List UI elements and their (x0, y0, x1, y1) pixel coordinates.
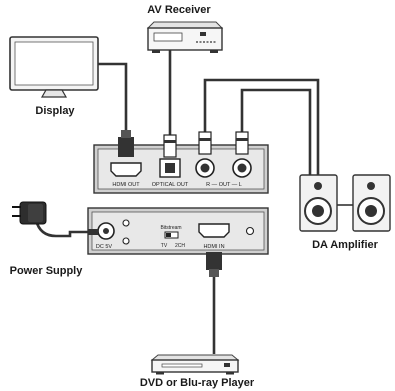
tv-label: TV (161, 243, 168, 249)
rca-r-port-inner-icon (200, 163, 210, 173)
hdmi-plug-neck-icon (121, 130, 131, 138)
hdmi-in-plug-icon (206, 252, 222, 270)
player-top (150, 354, 240, 361)
power-supply: Power Supply (10, 201, 98, 277)
speaker-right-woofer-core-icon (365, 205, 377, 217)
bitstream-switch-knob-icon (166, 233, 171, 237)
power-adapter-face (28, 204, 43, 222)
audio-out-label: R — OUT — L (206, 182, 242, 188)
hdmi-out-label: HDMI OUT (112, 182, 140, 188)
audio-cable-r (203, 78, 320, 175)
av-receiver-foot-icon (152, 50, 160, 53)
optical-plug-icon (163, 134, 177, 158)
dc-5v-label: DC 5V (96, 244, 113, 250)
status-led-icon (122, 237, 130, 245)
da-amplifier-label: DA Amplifier (312, 239, 379, 251)
display-label: Display (35, 105, 75, 117)
display: Display (9, 36, 99, 117)
power-supply-label: Power Supply (10, 265, 84, 277)
hdmi-in-port-icon (198, 223, 230, 238)
hdmi-out-port-icon (110, 162, 142, 177)
hdmi-in-plug-neck-icon (209, 269, 219, 277)
rca-l-plug-band-icon (236, 138, 248, 141)
bitstream-switch (164, 231, 179, 239)
hdmi-in-label: HDMI IN (203, 244, 224, 250)
player-tray-icon (161, 363, 203, 368)
optical-out-port-inner-icon (165, 163, 175, 173)
rca-l-plug-icon (235, 131, 249, 155)
speaker-left-tweeter-icon (314, 182, 322, 190)
player-label: DVD or Blu-ray Player (140, 377, 255, 389)
optical-out-label: OPTICAL OUT (152, 182, 189, 188)
dc-5v-port-inner-icon (103, 228, 109, 234)
extractor-output-panel: HDMI OUT OPTICAL OUT R — OUT — L (93, 130, 269, 194)
player-foot-icon (156, 372, 164, 375)
speaker-left-woofer-core-icon (312, 205, 324, 217)
av-receiver-label: AV Receiver (147, 4, 211, 16)
display-screen (14, 41, 94, 86)
player: DVD or Blu-ray Player (140, 354, 255, 389)
av-receiver-foot-icon (210, 50, 218, 53)
audio-cable-l (240, 88, 312, 175)
power-led-icon (122, 219, 130, 227)
hdmi-plug-icon (118, 137, 134, 157)
rca-r-plug-band-icon (199, 138, 211, 141)
bitstream-label: Bitstream (160, 225, 181, 231)
av-receiver-knob-icon (200, 32, 206, 36)
input-panel-face (91, 211, 265, 251)
display-stand-icon (40, 89, 68, 98)
hdmi-out-cable (98, 62, 128, 140)
optical-plug-band-icon (164, 140, 176, 143)
two-ch-label: 2CH (175, 243, 185, 249)
av-receiver-top (146, 21, 224, 29)
da-amplifier: DA Amplifier (299, 174, 391, 251)
extractor-input-panel: DC 5V Bitstream TV 2CH HDMI IN (87, 207, 269, 277)
speaker-right-tweeter-icon (367, 182, 375, 190)
player-button-icon (224, 363, 230, 367)
input-led-icon (245, 226, 255, 236)
av-receiver: AV Receiver (146, 4, 224, 53)
power-plug-tip-icon (88, 229, 98, 235)
rca-r-plug-icon (198, 131, 212, 155)
cables (34, 50, 320, 354)
player-foot-icon (226, 372, 234, 375)
rca-l-port-inner-icon (237, 163, 247, 173)
av-receiver-display-icon (153, 32, 183, 42)
